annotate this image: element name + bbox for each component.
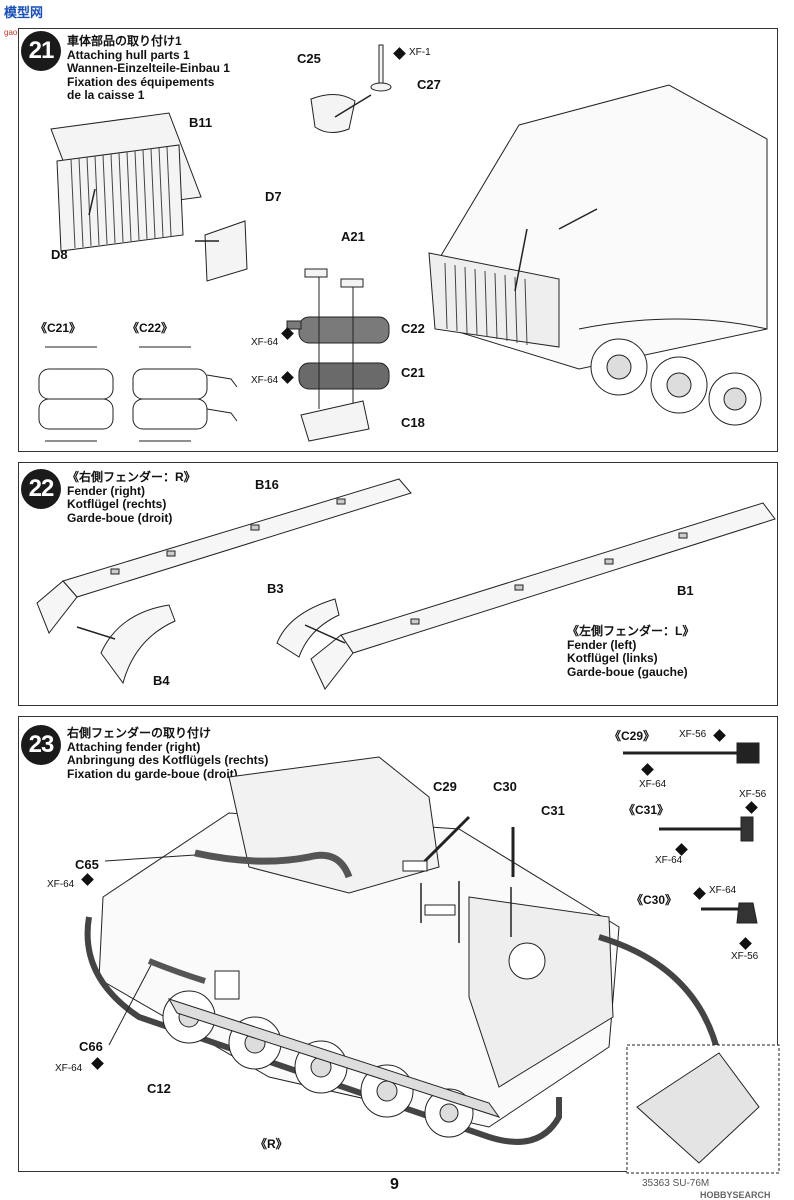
step-21-title: 車体部品の取り付け1 Attaching hull parts 1 Wannen… bbox=[67, 34, 230, 103]
part-b4-label: B4 bbox=[153, 673, 170, 688]
fender-drawing bbox=[36, 478, 776, 690]
step-23-title-en: Attaching fender (right) bbox=[67, 739, 201, 754]
footer-code: 35363 SU-76M bbox=[642, 1178, 710, 1189]
step-22-title-fr: Garde-boue (droit) bbox=[67, 510, 173, 525]
step-21-title-fr-2: de la caisse 1 bbox=[67, 88, 145, 102]
part-c21-label: C21 bbox=[401, 365, 425, 380]
step-21-title-ja: 車体部品の取り付け1 bbox=[67, 34, 182, 48]
part-d7-label: D7 bbox=[265, 189, 282, 204]
step-22-title-en: Fender (right) bbox=[67, 483, 145, 498]
detail-c31-label: 《C31》 bbox=[623, 803, 670, 817]
left-fender-fr: Garde-boue (gauche) bbox=[567, 664, 688, 679]
step-21-title-de: Wannen-Einzelteile-Einbau 1 bbox=[67, 61, 230, 75]
step-22-left-fender-note: 《左側フェンダー：L》 Fender (left) Kotflügel (lin… bbox=[567, 624, 695, 679]
step-23-title-fr: Fixation du garde-boue (droit) bbox=[67, 766, 238, 781]
step-23-title-de: Anbringung des Kotflügels (rechts) bbox=[67, 753, 269, 767]
part-b1-label: B1 bbox=[677, 583, 694, 598]
detail-c31-paint-top: XF-56 bbox=[739, 789, 767, 800]
step-21-number: 21 bbox=[21, 31, 61, 71]
footer-brand: HOBBYSEARCH bbox=[700, 1190, 771, 1200]
part-c22-label: C22 bbox=[401, 321, 425, 336]
step-21-panel: 21 車体部品の取り付け1 Attaching hull parts 1 Wan… bbox=[18, 28, 778, 452]
part-b3-label: B3 bbox=[267, 581, 284, 596]
step-23-number: 23 bbox=[21, 725, 61, 765]
paint-xf64-label-b: XF-64 bbox=[251, 375, 279, 386]
page-number: 9 bbox=[390, 1176, 399, 1193]
watermark-text: 模型网 bbox=[4, 5, 44, 20]
detail-c30-label: 《C30》 bbox=[631, 893, 678, 907]
paint-xf1-label: XF-1 bbox=[409, 47, 431, 58]
step-22-number: 22 bbox=[21, 469, 61, 509]
right-fender-mark: 《R》 bbox=[255, 1137, 288, 1151]
step-23-title-ja: 右側フェンダーの取り付け bbox=[67, 726, 212, 740]
part-b11-label: B11 bbox=[189, 115, 213, 130]
part-c18-label: C18 bbox=[401, 415, 425, 430]
detail-c30-paint-bottom: XF-56 bbox=[731, 951, 759, 962]
left-fender-de: Kotflügel (links) bbox=[567, 651, 658, 665]
paint-xf64-label-a: XF-64 bbox=[251, 337, 279, 348]
radiator-assembly-drawing bbox=[38, 44, 768, 442]
variant-c21-label: 《C21》 bbox=[35, 321, 82, 335]
part-c65-label: C65 bbox=[75, 857, 99, 872]
paint-c66-label: XF-64 bbox=[55, 1063, 83, 1074]
variant-c22-label: 《C22》 bbox=[127, 321, 174, 335]
part-d8-label: D8 bbox=[51, 247, 68, 262]
paint-c65-label: XF-64 bbox=[47, 879, 75, 890]
detail-c30-paint-top: XF-64 bbox=[709, 885, 737, 896]
step-21-title-en: Attaching hull parts 1 bbox=[67, 47, 190, 62]
left-fender-ja: 《左側フェンダー：L》 bbox=[567, 624, 695, 638]
step-23-panel: 23 右側フェンダーの取り付け Attaching fender (right)… bbox=[18, 716, 780, 1174]
step-22-title-de: Kotflügel (rechts) bbox=[67, 497, 167, 511]
part-c30-label: C30 bbox=[493, 779, 517, 794]
part-c31-label: C31 bbox=[541, 803, 565, 818]
step-22-panel: 22 《右側フェンダー：R》 Fender (right) Kotflügel … bbox=[18, 462, 778, 706]
part-c66-label: C66 bbox=[79, 1039, 103, 1054]
part-c12-label: C12 bbox=[147, 1081, 171, 1096]
step-22-title-ja: 《右側フェンダー：R》 bbox=[67, 470, 196, 484]
hull-fender-drawing bbox=[84, 742, 780, 1174]
step-22-title: 《右側フェンダー：R》 Fender (right) Kotflügel (re… bbox=[67, 470, 196, 525]
part-a21-label: A21 bbox=[341, 229, 365, 244]
detail-c29-label: 《C29》 bbox=[609, 729, 656, 743]
part-c27-label: C27 bbox=[417, 77, 441, 92]
step-23-title: 右側フェンダーの取り付け Attaching fender (right) An… bbox=[67, 726, 269, 781]
part-c25-label: C25 bbox=[297, 51, 321, 66]
left-fender-en: Fender (left) bbox=[567, 637, 637, 652]
detail-c29-paint-top: XF-56 bbox=[679, 729, 707, 740]
detail-c31-paint-bottom: XF-64 bbox=[655, 855, 683, 866]
detail-c29-paint-bottom: XF-64 bbox=[639, 779, 667, 790]
step-21-title-fr-1: Fixation des équipements bbox=[67, 74, 215, 89]
part-b16-label: B16 bbox=[255, 477, 279, 492]
part-c29-label: C29 bbox=[433, 779, 457, 794]
